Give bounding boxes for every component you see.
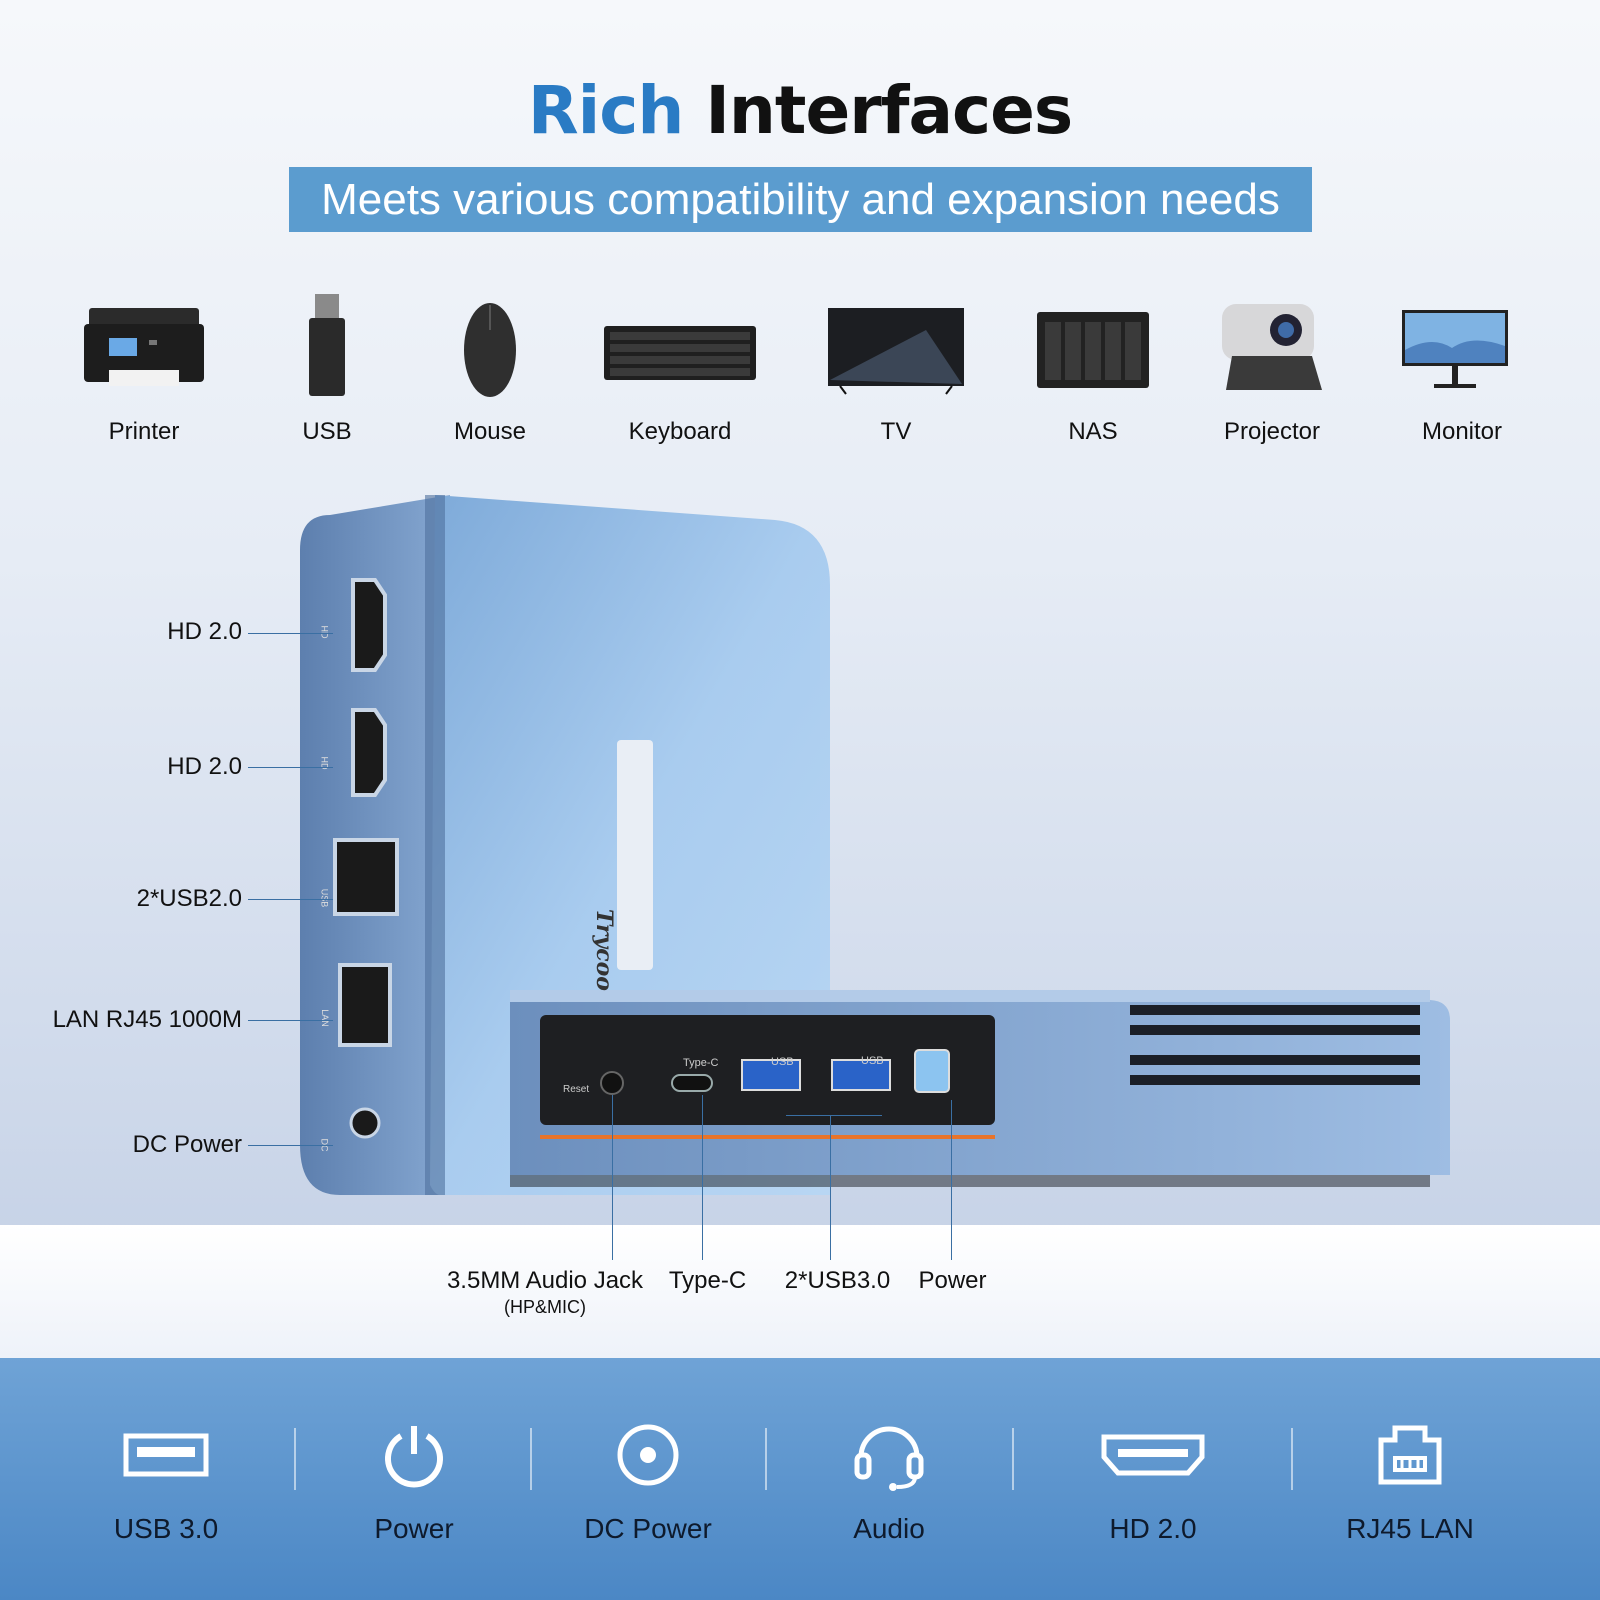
monitor-icon [1402, 310, 1508, 388]
side-mark: USB [319, 888, 330, 908]
usb-stick-icon [309, 294, 345, 396]
device-label: NAS [1068, 418, 1118, 445]
callout-line [248, 899, 333, 900]
callout-line [248, 1145, 333, 1146]
hdmi-icon [1101, 1434, 1205, 1476]
feature-usb3: USB 3.0 [66, 1415, 266, 1545]
device-nas: NAS [1003, 290, 1183, 460]
usb-mark-2: USB [861, 1055, 884, 1067]
divider [765, 1428, 767, 1490]
feature-label: RJ45 LAN [1346, 1513, 1474, 1544]
side-mark: HD [319, 625, 330, 639]
brand-logo: Trycoo [591, 909, 617, 991]
projector-icon [1222, 304, 1322, 390]
divider [530, 1428, 532, 1490]
tv-icon [828, 308, 964, 395]
title-accent: Rich [527, 72, 685, 149]
callout-power: Power [918, 1267, 987, 1294]
headset-icon [854, 1426, 924, 1491]
feature-label: DC Power [584, 1513, 712, 1544]
callout-hd-1: HD 2.0 [167, 618, 242, 645]
device-label: Projector [1223, 418, 1321, 445]
page-title: Rich Interfaces [0, 72, 1600, 149]
callout-line [248, 633, 333, 634]
device-keyboard: Keyboard [590, 290, 770, 460]
callout-audio-note: (HP&MIC) [504, 1297, 586, 1317]
feature-label: Power [374, 1513, 454, 1544]
callout-dc: DC Power [132, 1131, 242, 1158]
mouse-icon [464, 303, 516, 397]
device-label: Mouse [453, 418, 527, 445]
ethernet-icon [1378, 1425, 1442, 1485]
callout-line [951, 1100, 952, 1260]
divider [1012, 1428, 1014, 1490]
device-label: Printer [108, 418, 180, 445]
callout-line [830, 1115, 831, 1260]
device-label: Keyboard [628, 418, 732, 445]
callout-audio: 3.5MM Audio Jack [446, 1267, 644, 1294]
printer-icon [84, 308, 204, 386]
device-monitor: Monitor [1372, 290, 1552, 460]
divider [294, 1428, 296, 1490]
device-label: TV [880, 418, 912, 445]
feature-dc-power: DC Power [548, 1415, 748, 1545]
divider [1291, 1428, 1293, 1490]
feature-strip [0, 1358, 1600, 1600]
title-rest: Interfaces [705, 72, 1073, 149]
device-usb: USB [237, 290, 417, 460]
subtitle-text: Meets various compatibility and expansio… [321, 174, 1280, 224]
callout-line [786, 1115, 882, 1116]
device-printer: Printer [54, 290, 234, 460]
callout-line [612, 1095, 613, 1260]
feature-power: Power [314, 1415, 514, 1545]
feature-label: Audio [853, 1513, 925, 1544]
subtitle-banner: Meets various compatibility and expansio… [289, 167, 1312, 232]
callout-line [702, 1095, 703, 1260]
feature-hd: HD 2.0 [1053, 1415, 1253, 1545]
callout-usb3: 2*USB3.0 [784, 1267, 891, 1294]
feature-label: HD 2.0 [1109, 1513, 1197, 1544]
callout-usb2: 2*USB2.0 [136, 885, 242, 912]
callout-hd-2: HD 2.0 [167, 753, 242, 780]
power-icon [385, 1426, 443, 1488]
brand-plate [617, 740, 653, 970]
callout-line [248, 1020, 333, 1021]
side-mark: LAN [319, 1009, 330, 1027]
keyboard-icon [604, 326, 756, 380]
usb-port-icon [123, 1433, 209, 1477]
product-shelf [0, 1225, 1600, 1358]
device-mouse: Mouse [400, 290, 580, 460]
feature-audio: Audio [789, 1415, 989, 1545]
device-projector: Projector [1182, 290, 1362, 460]
dc-power-icon [617, 1424, 679, 1486]
nas-icon [1037, 312, 1149, 388]
mini-pc-illustration [300, 495, 1450, 1195]
device-label: Monitor [1421, 418, 1503, 445]
usb-mark-1: USB [771, 1056, 794, 1068]
callout-typec: Type-C [668, 1267, 747, 1294]
typec-mark: Type-C [683, 1057, 719, 1069]
device-tv: TV [806, 290, 986, 460]
callout-line [248, 767, 333, 768]
callout-lan: LAN RJ45 1000M [52, 1006, 242, 1033]
reset-label: Reset [563, 1084, 590, 1095]
device-label: USB [302, 418, 352, 445]
feature-rj45: RJ45 LAN [1310, 1415, 1510, 1545]
feature-label: USB 3.0 [113, 1513, 219, 1544]
